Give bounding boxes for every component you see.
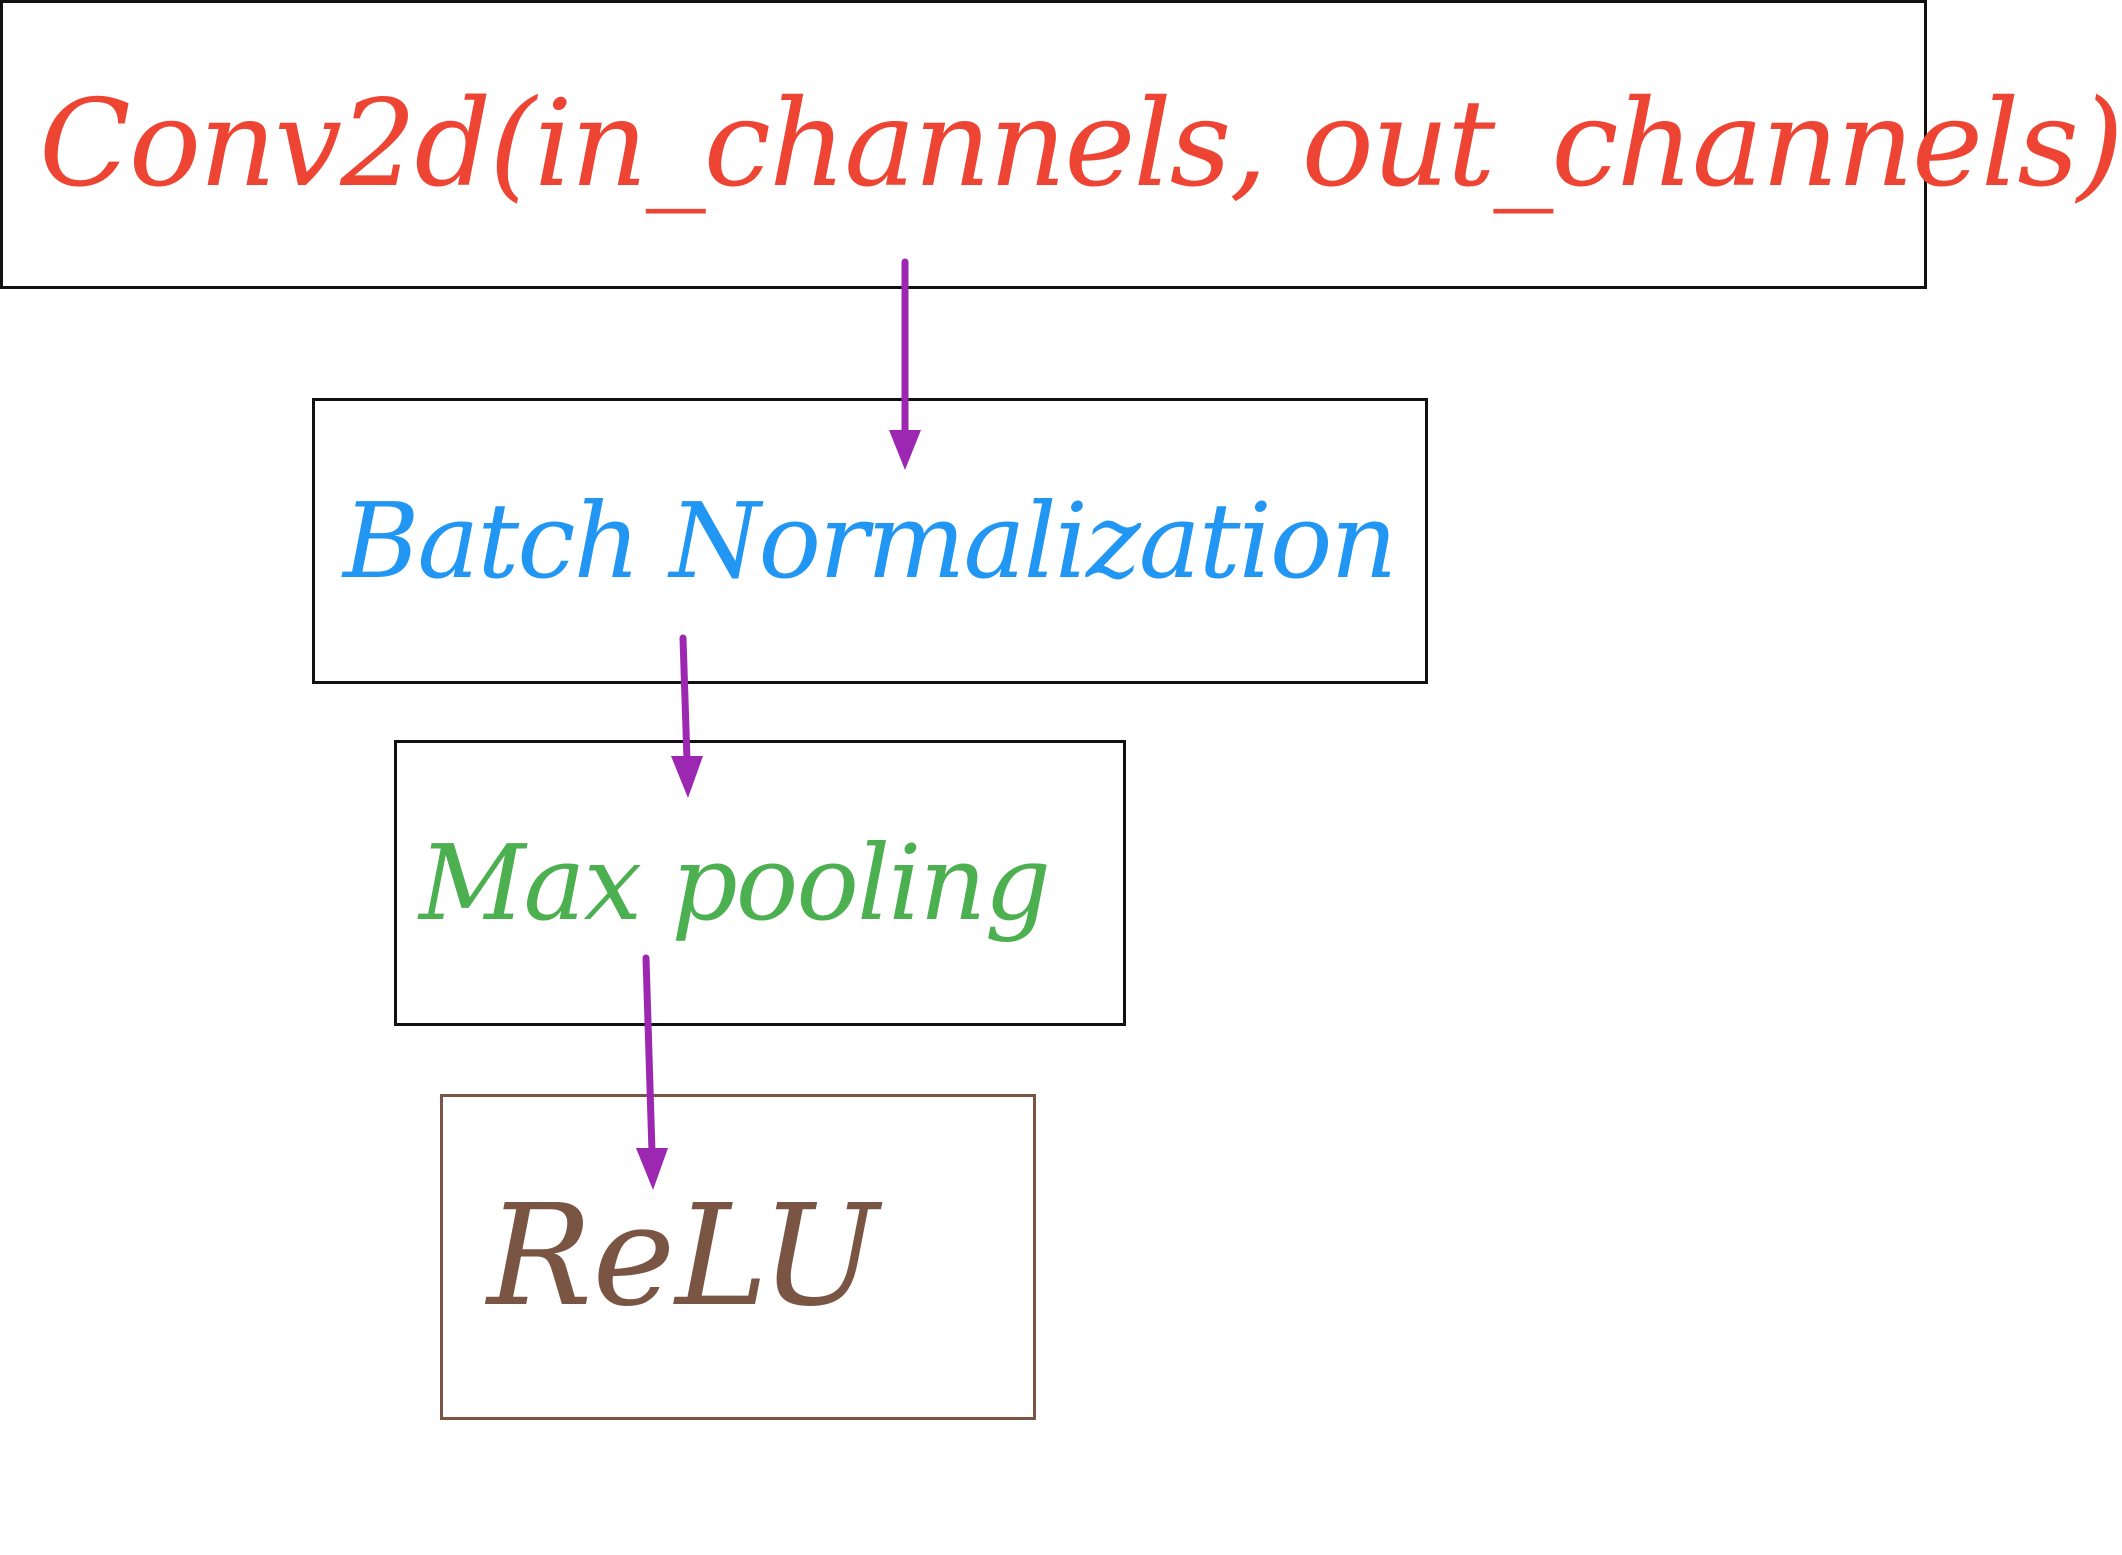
relu-block: ReLU [440, 1094, 1036, 1420]
conv2d-block: Conv2d(in_channels, out_channels) [0, 0, 2122, 289]
max-pooling-block: Max pooling [394, 740, 1126, 1026]
conv2d-label: Conv2d(in_channels, out_channels) [39, 74, 2122, 214]
batch-normalization-block: Batch Normalization [312, 398, 1428, 684]
batch-normalization-label: Batch Normalization [343, 480, 1397, 602]
max-pooling-label: Max pooling [419, 822, 1051, 944]
relu-label: ReLU [487, 1175, 879, 1338]
